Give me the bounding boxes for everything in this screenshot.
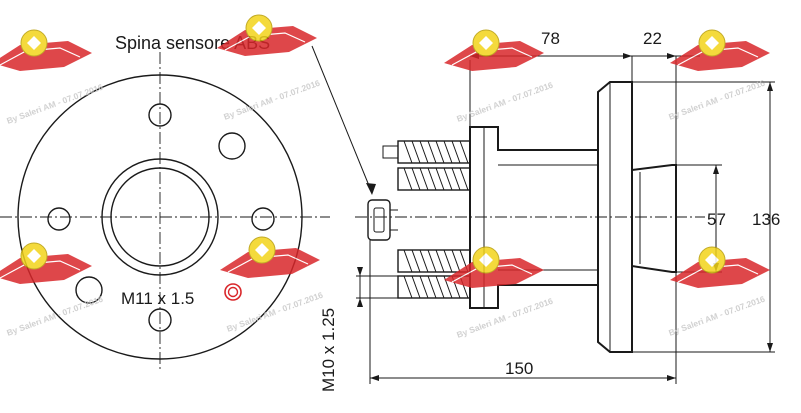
thread-marker-outer [224, 283, 242, 301]
watermark-logo-8 [669, 246, 771, 289]
watermark-text-2: By Saleri AM - 07.07.2016 [222, 78, 321, 122]
watermark-logo-3 [443, 29, 545, 72]
stud-3 [397, 249, 471, 273]
bolt-hole-bottom [148, 308, 172, 332]
watermark-text-4: By Saleri AM - 07.07.2016 [667, 78, 766, 122]
dim-78: 78 [541, 29, 560, 48]
front-view: M11 x 1.5 [0, 52, 330, 372]
bolt-hole-lower-left [75, 276, 103, 304]
thread-m11-label: M11 x 1.5 [121, 289, 194, 308]
dim-22: 22 [643, 29, 662, 48]
watermark-logo-7 [443, 246, 545, 289]
abs-connector-body [367, 199, 391, 241]
watermark-text-5: By Saleri AM - 07.07.2016 [5, 294, 104, 338]
stud-1 [382, 140, 471, 164]
dim-57: 57 [707, 210, 726, 229]
watermark-logo-1 [0, 29, 93, 72]
abs-leader-arrowhead [366, 183, 376, 195]
thread-m10-label: M10 x 1.25 [319, 308, 338, 392]
pilot-spigot [631, 164, 677, 273]
dim-150: 150 [505, 359, 533, 378]
watermark-logo-6 [219, 236, 321, 279]
bolt-hole-top [148, 103, 172, 127]
abs-sensor-leader [311, 45, 373, 194]
abs-connector-slot [373, 207, 385, 233]
watermark-logo-5 [0, 242, 93, 285]
stud-2 [397, 167, 471, 191]
watermark-text-1: By Saleri AM - 07.07.2016 [5, 82, 104, 126]
dimensions: 78 22 57 136 150 M10 x 1.25 [319, 29, 780, 392]
hub-bore-outer [101, 158, 219, 276]
watermark-text-8: By Saleri AM - 07.07.2016 [667, 294, 766, 338]
hub-bore-inner [110, 167, 210, 267]
bolt-hole-left [47, 207, 71, 231]
bolt-hole-right [251, 207, 275, 231]
dim-136: 136 [752, 210, 780, 229]
watermarks: By Saleri AM - 07.07.2016 By Saleri AM -… [0, 14, 771, 340]
bolt-hole-upper-right [218, 132, 246, 160]
thread-marker-inner [227, 286, 239, 298]
watermark-logo-4 [669, 29, 771, 72]
